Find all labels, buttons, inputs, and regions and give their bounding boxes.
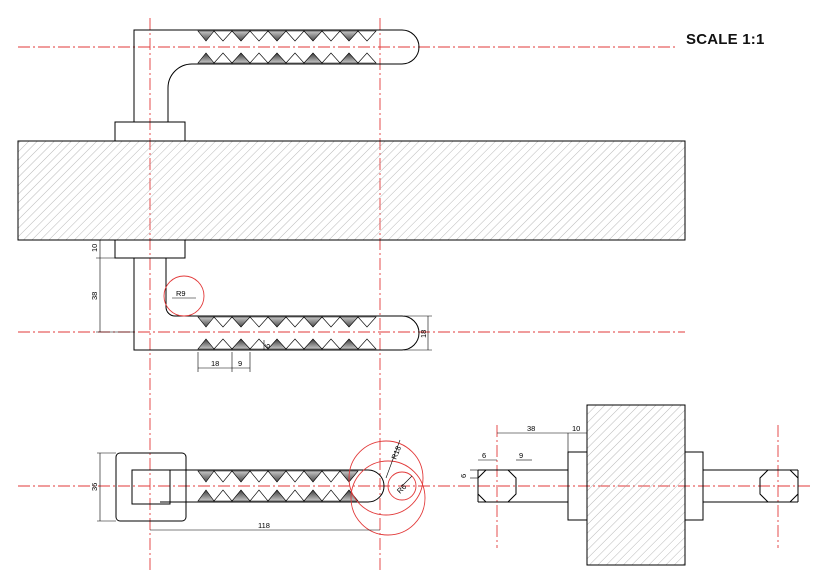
rosette-bottom — [114, 239, 186, 259]
side-section — [470, 404, 799, 566]
lever-top-teeth — [197, 30, 377, 64]
lever-bottom-teeth — [197, 316, 377, 350]
top-view — [97, 439, 426, 536]
dim-9-side: 9 — [519, 451, 523, 460]
dim-r18: R18 — [390, 445, 404, 461]
dim-6-side-v: 6 — [459, 474, 468, 478]
dim-38-left: 38 — [90, 292, 99, 300]
dim-10-side: 10 — [572, 424, 580, 433]
dim-9-tooth: 9 — [238, 359, 242, 368]
centerlines — [18, 18, 810, 570]
dim-6-tooth: 6 — [263, 344, 272, 348]
dim-18-pitch: 18 — [211, 359, 219, 368]
dim-6-side-h: 6 — [482, 451, 486, 460]
front-dimensions — [96, 239, 432, 372]
lever-bottom-outline — [133, 258, 420, 351]
dim-r6: R6 — [395, 482, 408, 495]
dim-18-right: 18 — [419, 330, 428, 338]
dim-10-top: 10 — [90, 244, 99, 252]
scale-label: SCALE 1:1 — [686, 31, 765, 48]
dim-36: 36 — [90, 483, 99, 491]
dim-38-side: 38 — [527, 424, 535, 433]
dim-118: 118 — [258, 521, 270, 530]
door-section — [17, 140, 686, 241]
rosette-top — [114, 121, 186, 142]
dim-r9: R9 — [176, 289, 186, 298]
lever-top-outline — [133, 29, 420, 122]
r9-circle — [163, 275, 205, 317]
